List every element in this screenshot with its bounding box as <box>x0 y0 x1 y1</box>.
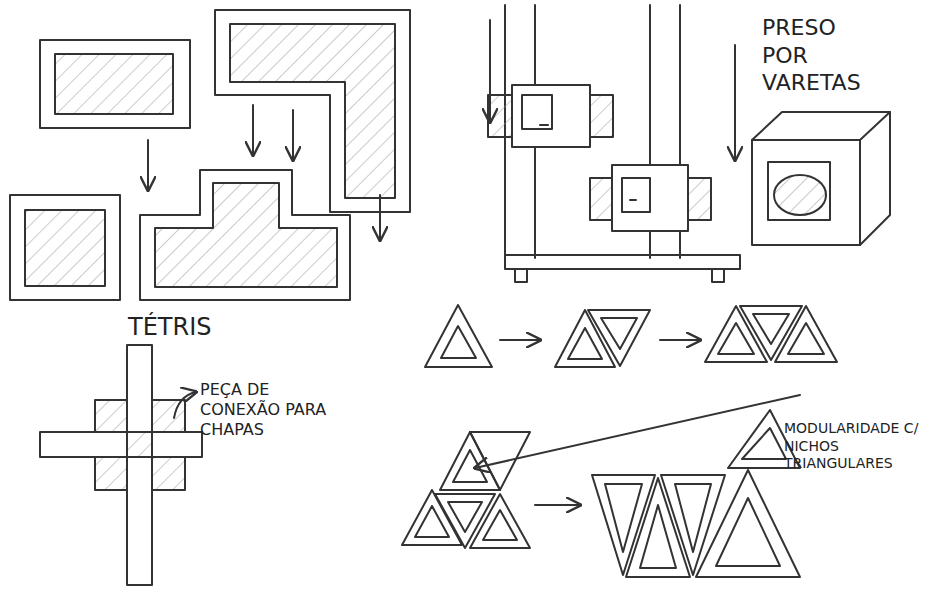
sketch-note: PEÇA DE CONEXÃO PARA CHAPAS <box>200 380 342 440</box>
sketch-note: MODULARIDADE C/ NICHOS TRIANGULARES <box>784 420 926 473</box>
sketch-note: TÉTRIS <box>128 312 288 342</box>
sketch-note: PRESO POR VARETAS <box>762 14 874 97</box>
